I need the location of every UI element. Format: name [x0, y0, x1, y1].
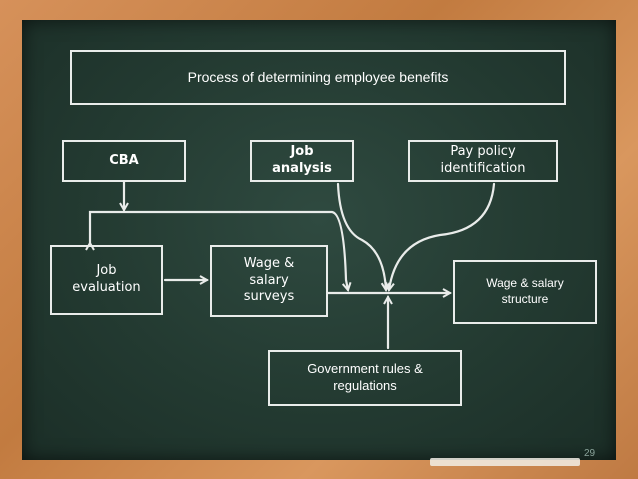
- title-box: Process of determining employee benefits: [70, 50, 566, 105]
- node-job-analysis: Job analysis: [250, 140, 354, 182]
- node-job-evaluation: Job evaluation: [50, 245, 163, 315]
- node-job-evaluation-label: Job evaluation: [72, 263, 141, 295]
- arrow-branch-merge: [238, 210, 348, 290]
- arrow-job-analysis: [336, 182, 386, 290]
- arrow-branch-job-evaluation: [90, 210, 242, 243]
- page-number: 29: [584, 448, 596, 459]
- node-wage-surveys-label: Wage & salary surveys: [243, 255, 295, 305]
- arrow-pay-policy: [389, 182, 496, 290]
- node-gov-rules-label: Government rules & regulations: [307, 361, 423, 393]
- node-wage-structure-label: Wage & salary structure: [486, 276, 564, 306]
- node-job-analysis-label: Job analysis: [272, 144, 332, 176]
- node-wage-surveys: Wage & salary surveys: [210, 245, 328, 317]
- chalkboard: [22, 20, 616, 460]
- diagram-title: Process of determining employee benefits: [187, 69, 449, 86]
- node-wage-structure: Wage & salary structure: [453, 260, 597, 324]
- node-pay-policy-label: Pay policy identification: [440, 144, 526, 176]
- chalk-piece: [430, 458, 580, 466]
- node-gov-rules: Government rules & regulations: [268, 350, 462, 406]
- node-cba-label: CBA: [109, 152, 139, 168]
- node-pay-policy: Pay policy identification: [408, 140, 558, 182]
- node-cba: CBA: [62, 140, 186, 182]
